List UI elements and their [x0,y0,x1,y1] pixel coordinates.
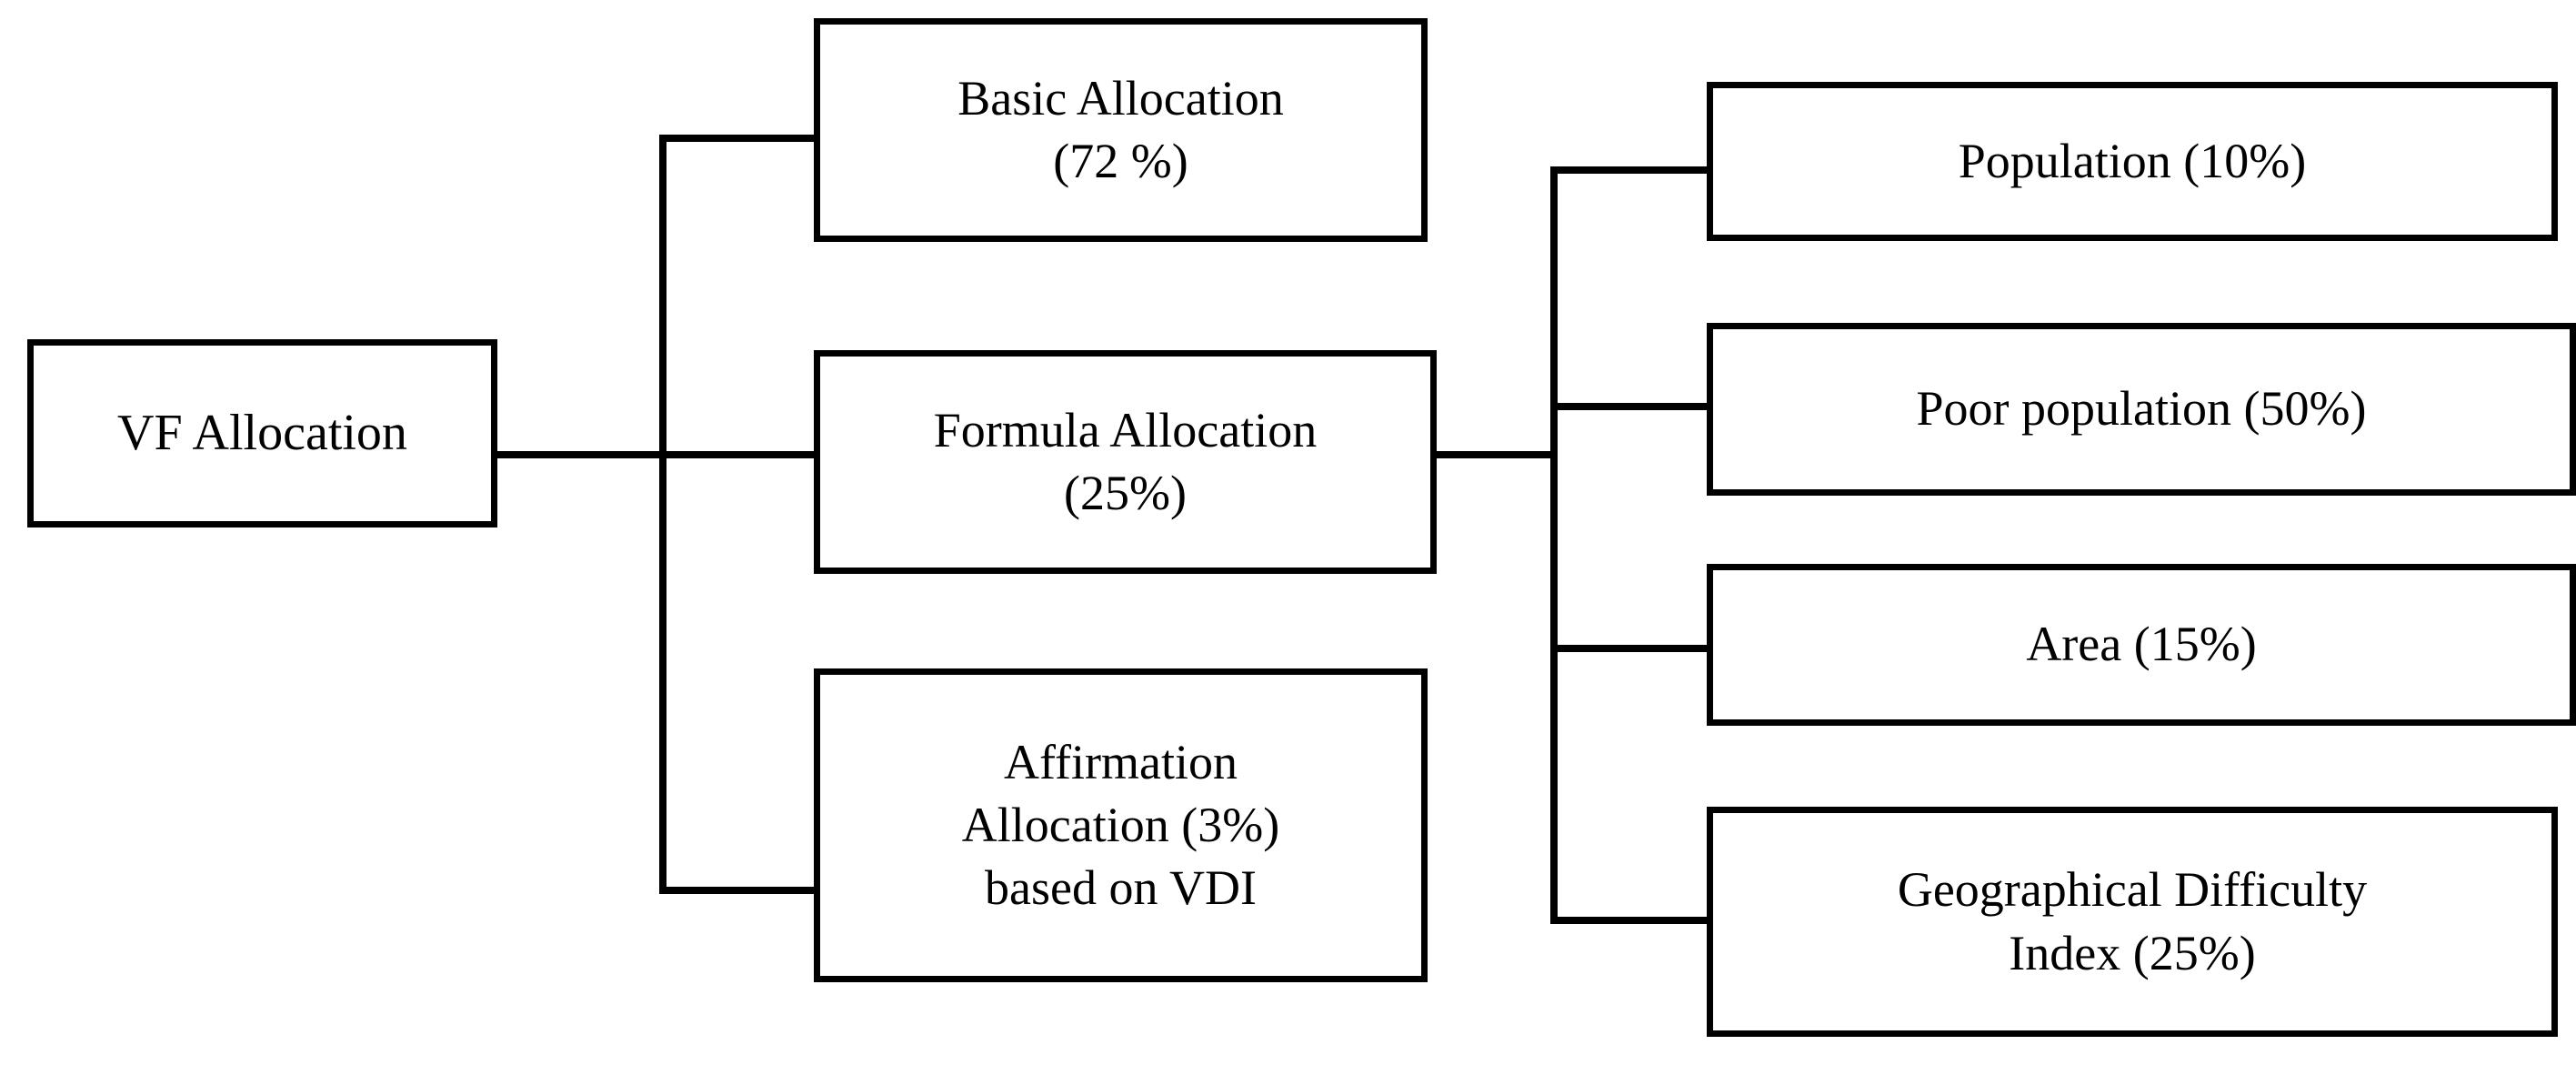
connector-trunk-to-formula [659,451,818,458]
connector-trunk-to-poor-population [1550,403,1714,410]
connector-trunk-to-area [1550,645,1714,652]
connector-trunk-to-population [1550,166,1714,174]
node-basic-allocation-label: Basic Allocation (72 %) [957,70,1284,188]
node-area-label: Area (15%) [2026,617,2257,672]
node-poor-population: Poor population (50%) [1707,323,2576,496]
node-vf-allocation: VF Allocation [27,339,497,527]
connector-trunk-to-basic [659,135,818,142]
connector-trunk-to-gdi [1550,917,1714,924]
node-affirmation-allocation-label: Affirmation Allocation (3%) based on VDI [961,734,1280,916]
node-geographical-difficulty-index: Geographical Difficulty Index (25%) [1707,807,2558,1037]
node-geographical-difficulty-index-label: Geographical Difficulty Index (25%) [1897,862,2368,980]
connector-vf-to-trunk [497,451,667,458]
node-population: Population (10%) [1707,82,2558,241]
node-formula-allocation-label: Formula Allocation (25%) [933,402,1318,520]
connector-trunk-to-affirmation [659,887,818,894]
node-population-label: Population (10%) [1958,133,2307,188]
connector-left-trunk-vertical [659,135,667,894]
node-basic-allocation: Basic Allocation (72 %) [814,18,1428,242]
node-area: Area (15%) [1707,564,2576,726]
node-affirmation-allocation: Affirmation Allocation (3%) based on VDI [814,668,1428,982]
connector-right-trunk-vertical [1550,166,1558,924]
node-poor-population-label: Poor population (50%) [1916,381,2367,437]
node-vf-allocation-label: VF Allocation [117,404,407,461]
node-formula-allocation: Formula Allocation (25%) [814,350,1437,574]
connector-formula-to-trunk [1437,451,1558,458]
